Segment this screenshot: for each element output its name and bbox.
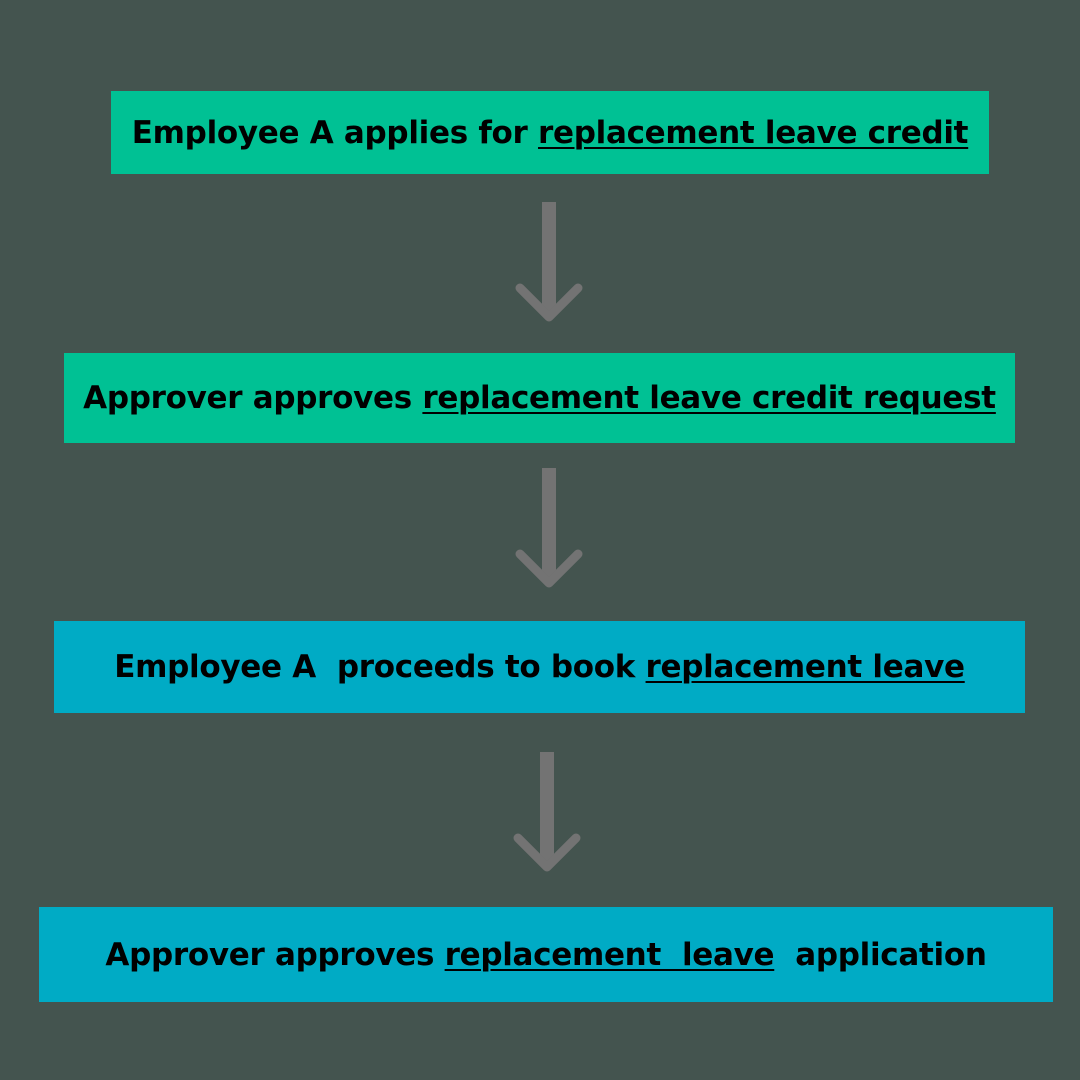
- step-4-suffix: application: [774, 936, 987, 973]
- step-2-box: Approver approves replacement leave cred…: [64, 353, 1015, 443]
- step-4-box: Approver approves replacement leave appl…: [39, 907, 1053, 1002]
- step-3-link[interactable]: replacement leave: [645, 649, 965, 685]
- step-4-text: Approver approves replacement leave appl…: [105, 936, 987, 973]
- step-1-link[interactable]: replacement leave credit: [538, 114, 969, 151]
- step-3-box: Employee A proceeds to book replacement …: [54, 621, 1025, 713]
- step-2-link[interactable]: replacement leave credit request: [422, 380, 996, 416]
- step-1-text: Employee A applies for replacement leave…: [131, 114, 969, 151]
- step-3-text: Employee A proceeds to book replacement …: [114, 649, 965, 685]
- step-3-prefix: Employee A proceeds to book: [114, 649, 646, 685]
- step-2-prefix: Approver approves: [83, 380, 423, 416]
- arrow-down-icon: [513, 752, 581, 872]
- arrow-down-icon: [515, 468, 583, 588]
- step-1-prefix: Employee A applies for: [131, 114, 539, 151]
- arrow-down-icon: [515, 202, 583, 322]
- step-2-text: Approver approves replacement leave cred…: [83, 380, 996, 416]
- step-1-box: Employee A applies for replacement leave…: [111, 91, 989, 174]
- step-4-prefix: Approver approves: [105, 936, 445, 973]
- step-4-link[interactable]: replacement leave: [444, 936, 775, 973]
